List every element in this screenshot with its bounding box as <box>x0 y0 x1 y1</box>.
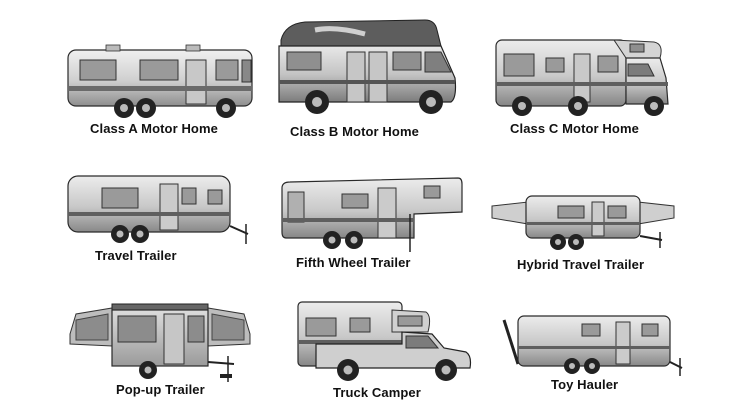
class-a-caption: Class A Motor Home <box>90 121 218 136</box>
toy-hauler-drawing <box>502 315 683 376</box>
fifth-wheel-caption: Fifth Wheel Trailer <box>296 255 411 270</box>
hybrid-caption: Hybrid Travel Trailer <box>517 257 645 272</box>
class-c-motor-home-drawing <box>495 39 669 116</box>
popup-caption: Pop-up Trailer <box>116 382 205 397</box>
toy-hauler-caption: Toy Hauler <box>551 377 619 392</box>
travel-trailer-drawing <box>67 175 249 244</box>
popup-trailer-drawing <box>69 303 251 382</box>
hybrid-travel-trailer-drawing <box>491 195 675 250</box>
truck-camper-caption: Truck Camper <box>333 385 421 400</box>
class-a-motor-home-drawing <box>67 44 253 118</box>
class-b-motor-home-drawing <box>278 19 457 114</box>
fifth-wheel-trailer-drawing <box>281 177 463 252</box>
travel-trailer-caption: Travel Trailer <box>95 248 177 263</box>
truck-camper-drawing <box>297 301 472 381</box>
class-b-caption: Class B Motor Home <box>290 124 419 139</box>
class-c-caption: Class C Motor Home <box>510 121 639 136</box>
